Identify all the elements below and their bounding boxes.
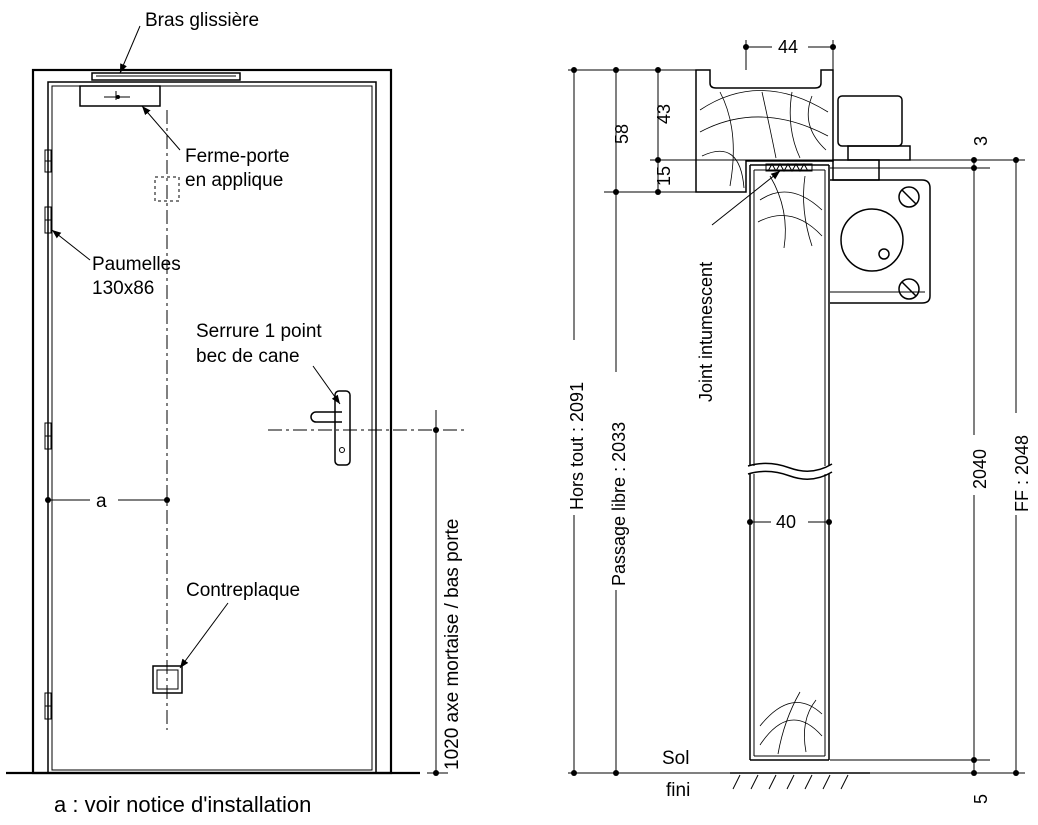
serrure-label-1: Serrure 1 point — [196, 321, 322, 342]
leader-ferme-porte — [141, 105, 181, 151]
dim-15-label: 15 — [654, 166, 674, 186]
ferme-porte-label-2: en applique — [185, 170, 283, 191]
dimension-2040: 3 2040 5 — [970, 136, 991, 804]
section-view: 44 43 15 58 Hors tout : 2091 — [567, 37, 1032, 804]
ff-label: FF : 2048 — [1012, 435, 1032, 512]
slide-arm — [91, 72, 241, 81]
dim-43-label: 43 — [654, 104, 674, 124]
dim-58-label: 58 — [612, 124, 632, 144]
contreplaque-plate — [152, 665, 183, 694]
closer-hardware — [830, 95, 931, 304]
leader-contreplaque — [179, 602, 229, 669]
intumescent-joint — [765, 162, 813, 173]
dim-2040-label: 2040 — [970, 449, 990, 489]
dimension-44: 44 — [743, 37, 836, 70]
leaf-wood-grain — [757, 175, 823, 755]
frame-profile — [695, 69, 834, 193]
dimension-a: a — [45, 491, 170, 512]
hinges — [44, 149, 52, 720]
axe-mortaise-label: 1020 axe mortaise / bas porte — [442, 519, 463, 770]
contreplaque-label: Contreplaque — [186, 580, 300, 601]
door-leaf — [51, 85, 373, 771]
reference-lines — [568, 69, 1025, 761]
leader-paumelles — [51, 229, 91, 261]
serrure-label-2: bec de cane — [196, 346, 300, 367]
dim-5-label: 5 — [971, 794, 991, 804]
installation-note: a : voir notice d'installation — [54, 792, 311, 817]
leader-serrure — [312, 365, 341, 405]
dim-3-label: 3 — [971, 136, 991, 146]
closer-bracket-outline — [154, 176, 180, 202]
dim-44-label: 44 — [778, 37, 798, 57]
dimension-a-label: a — [96, 491, 107, 512]
passage-libre-label: Passage libre : 2033 — [609, 422, 629, 586]
dimension-58: 58 — [612, 67, 632, 195]
dim-40-label: 40 — [776, 512, 796, 532]
leader-joint — [711, 170, 781, 226]
dimension-40: 40 — [747, 512, 832, 532]
door-closer — [79, 85, 161, 107]
lock-handle — [268, 390, 465, 466]
sol-label: Sol — [662, 748, 689, 769]
paumelles-label-1: Paumelles — [92, 254, 181, 275]
front-view: a 1020 axe mortaise / bas porte Bras gli… — [6, 10, 465, 817]
paumelles-label-2: 130x86 — [92, 278, 154, 299]
finished-floor — [568, 772, 1025, 790]
dimension-43-15: 43 15 — [654, 67, 674, 195]
ferme-porte-label-1: Ferme-porte — [185, 146, 290, 167]
leaf-section — [747, 164, 833, 761]
leader-bras — [119, 25, 141, 74]
dimension-1020: 1020 axe mortaise / bas porte — [427, 410, 463, 776]
frame-wood-grain — [699, 90, 829, 189]
joint-intumescent-label: Joint intumescent — [696, 262, 716, 402]
dimension-passage-libre: Passage libre : 2033 — [609, 192, 629, 776]
dimension-hors-tout: Hors tout : 2091 — [567, 67, 587, 776]
fini-label: fini — [666, 780, 690, 801]
door-frame — [6, 68, 420, 775]
hors-tout-label: Hors tout : 2091 — [567, 382, 587, 510]
dimension-ff: FF : 2048 — [1012, 157, 1032, 776]
bras-glissiere-label: Bras glissière — [145, 10, 259, 31]
